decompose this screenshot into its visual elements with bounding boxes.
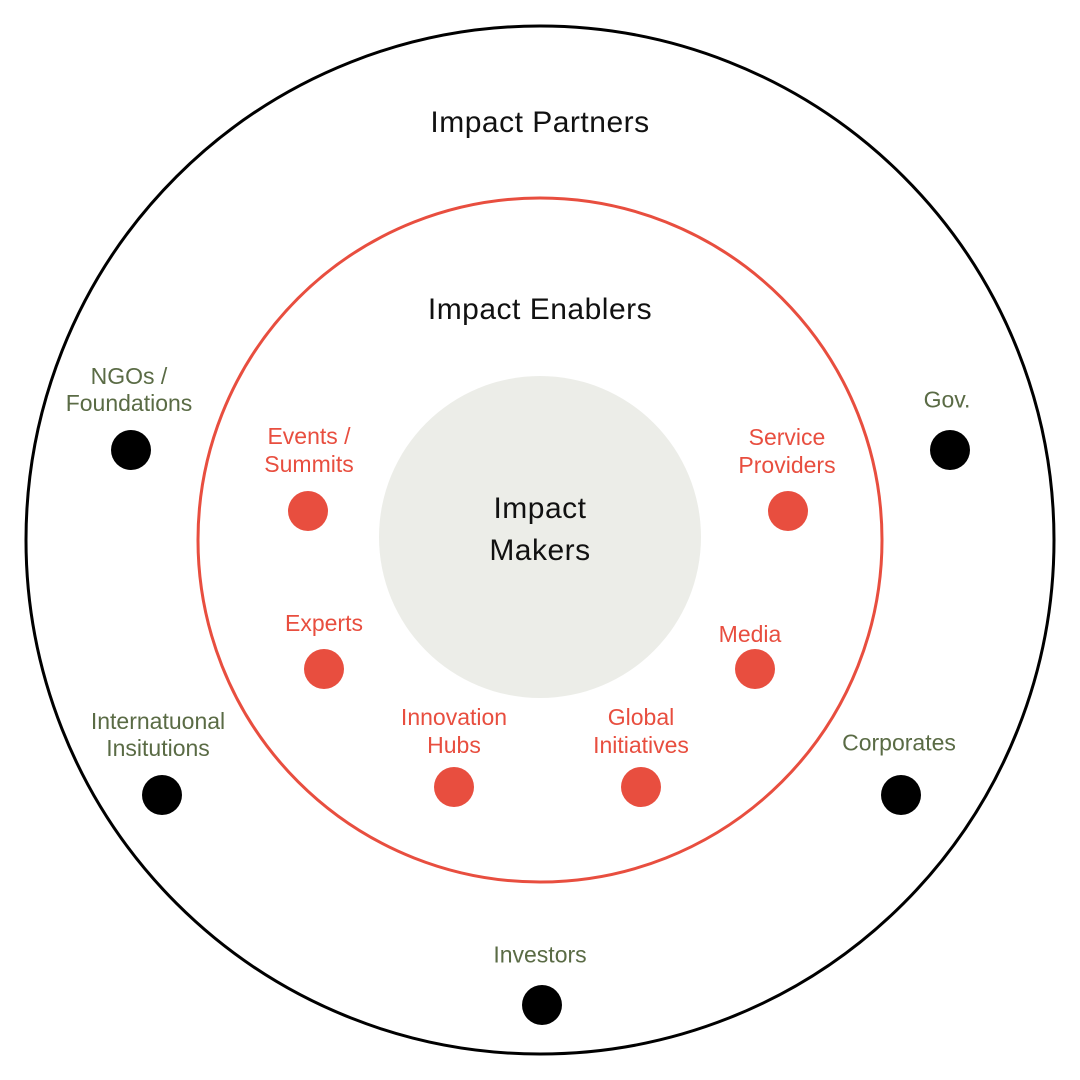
core-title-line1: Impact <box>493 492 587 525</box>
enabler-dot-service <box>768 491 808 531</box>
enabler-label-events: Events / Summits <box>264 422 353 478</box>
enabler-label-service: Service Providers <box>738 423 835 479</box>
enabler-label-global: Global Initiatives <box>593 703 689 759</box>
label-line: Insitutions <box>106 735 210 761</box>
core-title: Impact Makers <box>489 488 590 572</box>
label-line: Innovation <box>400 704 508 730</box>
partner-dot-gov <box>930 430 970 470</box>
label-line: Providers <box>738 452 836 478</box>
partner-dot-international <box>142 775 182 815</box>
label-line: Summits <box>264 451 354 477</box>
outer-ring-title: Impact Partners <box>430 106 650 139</box>
label-line: NGOs / <box>90 363 168 389</box>
enabler-dot-media <box>735 649 775 689</box>
partner-dot-investors <box>522 985 562 1025</box>
outer-ring-impact-partners <box>24 24 1056 1056</box>
label-line: Hubs <box>427 732 481 758</box>
core-title-line2: Makers <box>489 534 591 567</box>
label-line: Initiatives <box>593 732 689 758</box>
enabler-dot-innovation <box>434 767 474 807</box>
label-line: Global <box>607 704 675 730</box>
label-line: Events / <box>267 423 351 449</box>
enabler-dot-experts <box>304 649 344 689</box>
partner-label-ngos: NGOs / Foundations <box>66 363 193 417</box>
enabler-dot-global <box>621 767 661 807</box>
enabler-dot-events <box>288 491 328 531</box>
enabler-label-media: Media <box>718 621 782 647</box>
label-line: Internatuonal <box>90 708 226 734</box>
partner-dot-ngos <box>111 430 151 470</box>
enabler-label-innovation: Innovation Hubs <box>401 703 507 759</box>
partner-label-gov: Gov. <box>923 386 971 413</box>
partner-label-corporates: Corporates <box>842 729 956 756</box>
partner-dot-corporates <box>881 775 921 815</box>
core-circle-impact-makers <box>379 376 701 698</box>
middle-ring-impact-enablers <box>196 196 884 884</box>
enabler-label-experts: Experts <box>285 610 363 636</box>
partner-label-investors: Investors <box>493 941 587 968</box>
middle-ring-title: Impact Enablers <box>427 293 653 326</box>
label-line: Service <box>748 424 826 450</box>
label-line: Foundations <box>65 390 193 416</box>
partner-label-international: Internatuonal Insitutions <box>91 708 225 762</box>
